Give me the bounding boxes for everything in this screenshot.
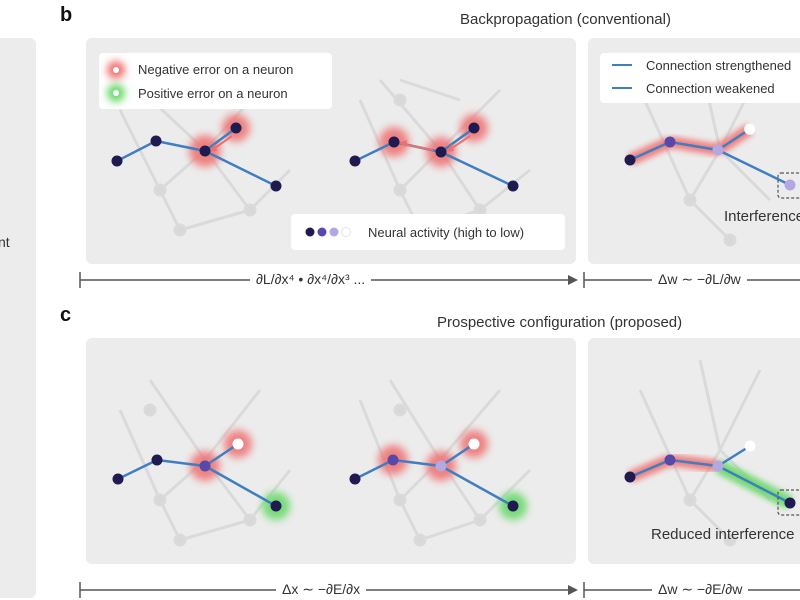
legend-negative-error: Negative error on a neuron bbox=[138, 62, 294, 77]
left-cropped-panel bbox=[0, 38, 36, 598]
interference-box bbox=[777, 489, 800, 516]
axis-label-b-right: Δw ∼ −∂L/∂w bbox=[652, 271, 747, 288]
activity-legend-label: Neural activity (high to low) bbox=[368, 225, 525, 240]
neuron bbox=[784, 497, 796, 509]
network-b-right bbox=[624, 123, 800, 199]
neuron bbox=[199, 145, 211, 157]
neuron bbox=[744, 123, 756, 135]
reduced-interference-label: Reduced interference bbox=[651, 526, 795, 543]
network-b2 bbox=[349, 114, 519, 192]
panel-b-title: Backpropagation (conventional) bbox=[460, 11, 671, 28]
neuron bbox=[232, 438, 244, 450]
neuron bbox=[435, 460, 447, 472]
neuron bbox=[712, 460, 724, 472]
neuron bbox=[388, 136, 400, 148]
neuron bbox=[784, 179, 796, 191]
error-legend bbox=[99, 53, 332, 109]
network-c1 bbox=[112, 430, 290, 520]
neuron bbox=[270, 180, 282, 192]
neuron bbox=[468, 122, 480, 134]
neuron bbox=[349, 155, 361, 167]
connection-legend bbox=[600, 53, 800, 103]
neuron bbox=[112, 473, 124, 485]
axis-label-b-left: ∂L/∂x⁴ • ∂x⁴/∂x³ ... bbox=[250, 271, 372, 287]
neuron bbox=[199, 460, 211, 472]
neuron bbox=[744, 440, 756, 452]
legend-strengthened: Connection strengthened bbox=[646, 58, 792, 73]
legend-weakened: Connection weakened bbox=[646, 81, 775, 96]
neuron bbox=[624, 154, 636, 166]
neuron bbox=[270, 500, 282, 512]
network-b1 bbox=[111, 114, 282, 192]
activity-mid bbox=[317, 227, 327, 237]
panel-letter-c: c bbox=[60, 304, 72, 326]
panel-letter-b: b bbox=[60, 4, 73, 26]
neuron bbox=[111, 155, 123, 167]
panel-c-right bbox=[588, 338, 800, 564]
legend-positive-error: Positive error on a neuron bbox=[138, 86, 288, 101]
interference-label: Interference bbox=[724, 208, 800, 225]
network-c-right bbox=[624, 440, 800, 516]
network-c2 bbox=[349, 430, 527, 520]
left-panel-fragment: nt bbox=[0, 234, 10, 250]
neuron bbox=[507, 180, 519, 192]
axis-label-c-left: Δx ∼ −∂E/∂x bbox=[276, 581, 367, 598]
neuron bbox=[151, 454, 163, 466]
neuron bbox=[468, 438, 480, 450]
neuron bbox=[712, 144, 724, 156]
activity-high bbox=[305, 227, 315, 237]
neuron bbox=[435, 146, 447, 158]
neuron bbox=[664, 136, 676, 148]
neuron bbox=[349, 473, 361, 485]
axis-label-c-right: Δw ∼ −∂E/∂w bbox=[652, 581, 749, 598]
activity-low bbox=[329, 227, 339, 237]
panel-c-main bbox=[86, 338, 576, 564]
neuron bbox=[507, 500, 519, 512]
neuron bbox=[150, 135, 162, 147]
neuron bbox=[387, 454, 399, 466]
neuron bbox=[624, 471, 636, 483]
activity-none bbox=[341, 227, 351, 237]
neuron bbox=[664, 454, 676, 466]
interference-box bbox=[777, 172, 800, 199]
neuron bbox=[230, 122, 242, 134]
panel-c-title: Prospective configuration (proposed) bbox=[437, 314, 683, 331]
